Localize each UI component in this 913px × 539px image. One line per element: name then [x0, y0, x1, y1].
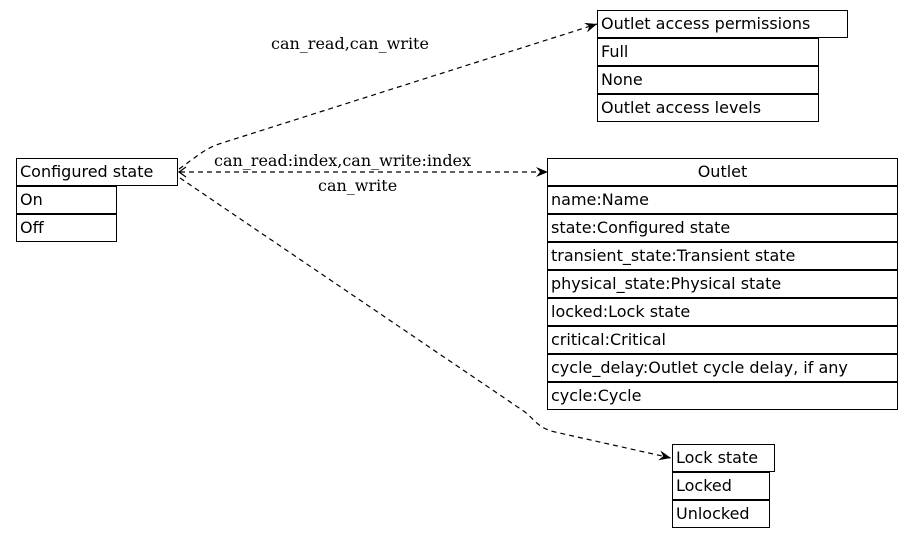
node-row: Off — [16, 214, 117, 242]
node-row: Outlet access levels — [597, 94, 819, 122]
edge-label-permissions: can_read,can_write — [271, 34, 429, 53]
node-row: Full — [597, 38, 819, 66]
edge-configured-to-lock-state — [179, 177, 672, 461]
edge-configured-open-arrow — [177, 166, 187, 178]
node-title: Configured state — [16, 158, 178, 186]
node-row: transient_state:Transient state — [547, 242, 898, 270]
edge-configured-to-permissions — [178, 22, 598, 170]
node-row: locked:Lock state — [547, 298, 898, 326]
node-title: Lock state — [672, 444, 775, 472]
node-title: Outlet — [547, 158, 898, 186]
node-row: On — [16, 186, 117, 214]
node-row: Unlocked — [672, 500, 770, 528]
node-row: None — [597, 66, 819, 94]
node-row: physical_state:Physical state — [547, 270, 898, 298]
node-row: Locked — [672, 472, 770, 500]
node-row: state:Configured state — [547, 214, 898, 242]
node-row: critical:Critical — [547, 326, 898, 354]
node-title: Outlet access permissions — [597, 10, 848, 38]
edge-label-outlet-write: can_write — [318, 176, 398, 195]
node-row: name:Name — [547, 186, 898, 214]
node-row: cycle_delay:Outlet cycle delay, if any — [547, 354, 898, 382]
edge-label-outlet-index: can_read:index,can_write:index — [214, 151, 472, 170]
node-row: cycle:Cycle — [547, 382, 898, 410]
